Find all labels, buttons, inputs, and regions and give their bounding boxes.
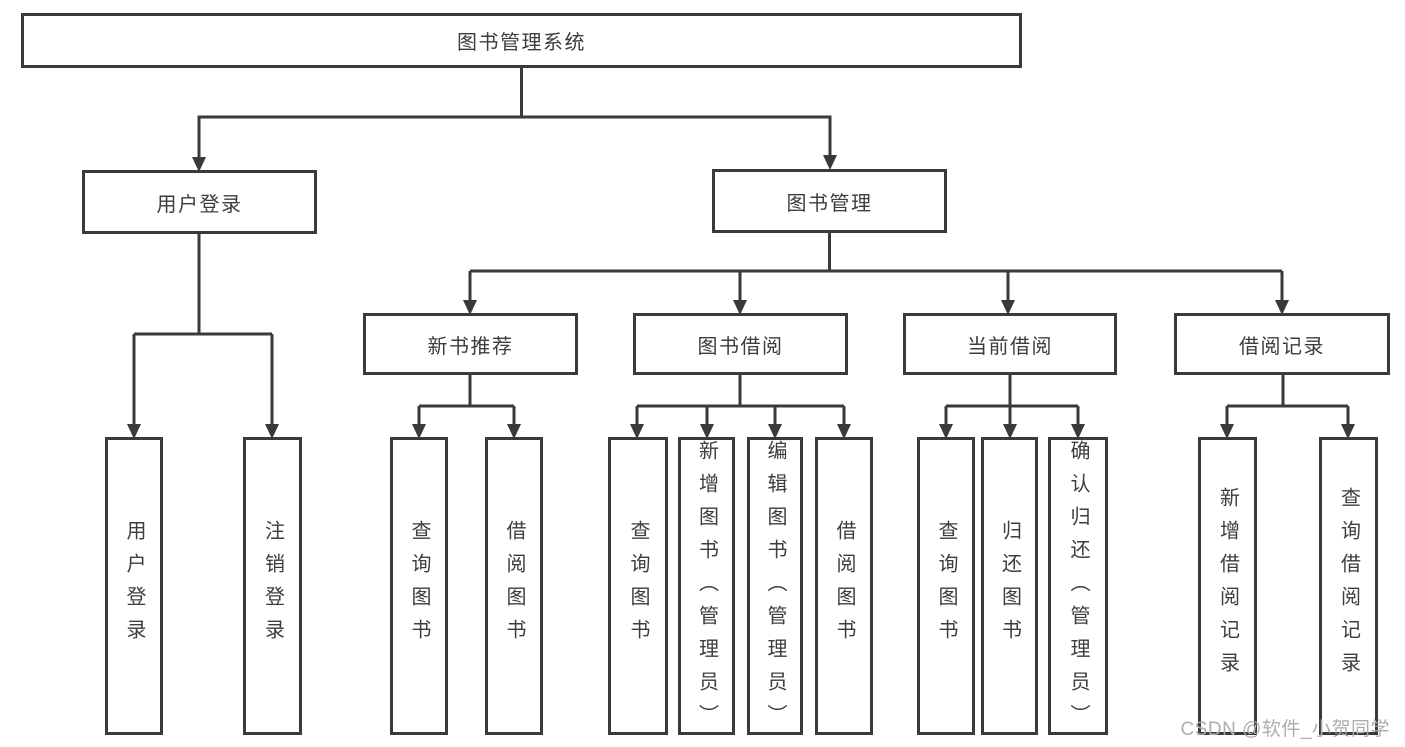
node-label: 图书管理系统 [457, 32, 586, 54]
leaf-label: 借阅图书 [833, 520, 855, 652]
leaf-label: 新增图书（管理员） [695, 440, 718, 737]
node-label: 图书管理 [786, 192, 873, 215]
node-label: 用户登录 [156, 193, 243, 216]
node-label: 当前借阅 [967, 335, 1053, 358]
leaf-label: 查询图书 [408, 520, 430, 652]
leaf-logout: 注销登录 [243, 437, 302, 735]
leaf-query-books-current: 查询图书 [917, 437, 975, 735]
node-current-borrow: 当前借阅 [903, 313, 1117, 375]
leaf-return-book: 归还图书 [981, 437, 1038, 735]
leaf-edit-book-admin: 编辑图书（管理员） [747, 437, 803, 737]
node-label: 图书借阅 [697, 335, 784, 358]
leaf-label: 查询图书 [935, 520, 957, 652]
node-label: 借阅记录 [1239, 335, 1325, 358]
leaf-user-login: 用户登录 [105, 437, 163, 735]
leaf-label: 确认归还（管理员） [1067, 440, 1089, 737]
edge-book-borrow-to-leaves [635, 375, 846, 425]
node-book-borrow: 图书借阅 [633, 313, 848, 375]
leaf-confirm-return-admin: 确认归还（管理员） [1048, 437, 1108, 737]
edge-new-book-recommend-to-leaves [417, 375, 516, 425]
edge-user-login-to-leaves [132, 234, 274, 425]
leaf-label: 查询图书 [627, 520, 649, 652]
watermark-text: CSDN @软件_小贺同学 [1180, 719, 1390, 740]
leaf-add-borrow-record: 新增借阅记录 [1198, 437, 1257, 735]
leaf-label: 用户登录 [123, 520, 145, 652]
leaf-label: 查询借阅记录 [1337, 487, 1360, 685]
leaf-label: 归还图书 [998, 520, 1021, 652]
leaf-add-book-admin: 新增图书（管理员） [678, 437, 735, 737]
arrowheads [127, 155, 1355, 439]
node-library-management-system: 图书管理系统 [21, 13, 1022, 68]
edge-book-management-to-level3 [468, 233, 1284, 301]
node-new-book-recommend: 新书推荐 [363, 313, 578, 375]
leaf-query-books-borrow: 查询图书 [608, 437, 668, 735]
edge-current-borrow-to-leaves [944, 375, 1080, 425]
edge-borrow-records-to-leaves [1225, 374, 1350, 425]
leaf-borrow-books-recommend: 借阅图书 [485, 437, 543, 735]
node-user-login: 用户登录 [82, 170, 317, 234]
node-borrow-records: 借阅记录 [1174, 313, 1390, 375]
node-book-management: 图书管理 [712, 169, 947, 233]
leaf-query-borrow-record: 查询借阅记录 [1319, 437, 1378, 735]
leaf-query-books-recommend: 查询图书 [390, 437, 448, 735]
leaf-label: 新增借阅记录 [1216, 487, 1239, 685]
node-label: 新书推荐 [427, 335, 514, 358]
leaf-label: 借阅图书 [503, 520, 525, 652]
leaf-label: 注销登录 [261, 520, 284, 652]
edge-root-to-level2 [197, 68, 832, 159]
leaf-borrow-books: 借阅图书 [815, 437, 873, 735]
leaf-label: 编辑图书（管理员） [764, 440, 786, 737]
